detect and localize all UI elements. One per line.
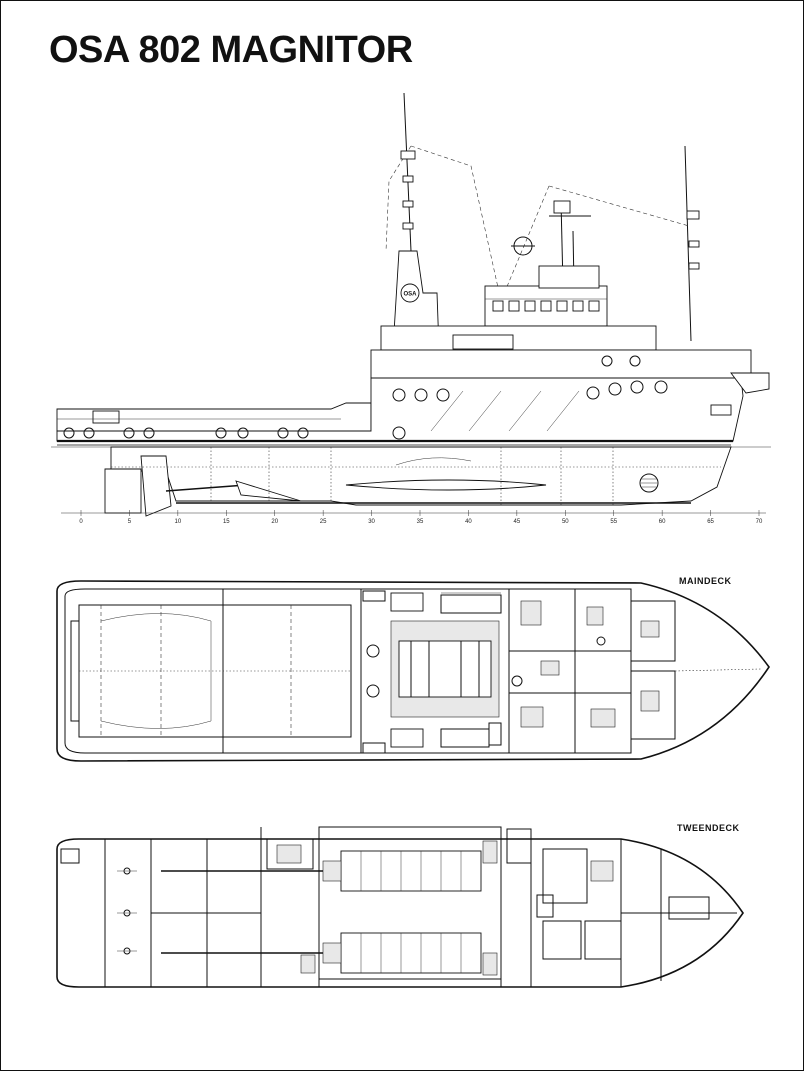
- stair: [362, 742, 386, 754]
- main-engines: [161, 840, 498, 976]
- aft-mast: [684, 145, 692, 342]
- tweendeck-forward-rooms: [506, 828, 710, 960]
- bilge-keel: [345, 479, 547, 491]
- frame-tick-label: 15: [223, 519, 230, 525]
- engine-room: [318, 826, 502, 980]
- rigging-line: [548, 185, 690, 227]
- frame-scale: 0 5 10 15 20 25 30 35 40 45 50 55 60 65 70: [79, 510, 763, 525]
- page-title: OSA 802 MAGNITOR: [49, 29, 413, 71]
- maindeck-hull-outline: [56, 580, 770, 762]
- maindeck-plan: [56, 580, 770, 762]
- frame-tick-label: 60: [659, 519, 666, 525]
- rudder: [104, 468, 142, 514]
- frame-tick-label: 55: [610, 519, 617, 525]
- rigging-line: [410, 145, 502, 302]
- frame-tick-label: 0: [79, 519, 83, 525]
- frame-tick-label: 45: [514, 519, 521, 525]
- deckhouse-upper: [380, 325, 657, 351]
- frame-tick-label: 20: [271, 519, 278, 525]
- frame-tick-label: 10: [175, 519, 182, 525]
- deckhouse-lower: [370, 349, 752, 379]
- funnel-logo: [400, 283, 420, 303]
- maindeck-label: MAINDECK: [679, 576, 732, 586]
- bow-bulwark: [730, 372, 770, 394]
- maindeck-accommodation: [440, 588, 676, 754]
- tweendeck-plan: [56, 826, 744, 988]
- kort-nozzle: [140, 455, 172, 517]
- stair: [362, 590, 386, 602]
- stair: [488, 722, 502, 746]
- lifeboat: [452, 334, 514, 350]
- frame-tick-label: 5: [128, 519, 132, 525]
- tweendeck-label: TWEENDECK: [677, 823, 740, 833]
- frame-tick-label: 65: [707, 519, 714, 525]
- funnel-logo-text: OSA: [403, 292, 417, 298]
- frame-tick-label: 30: [368, 519, 375, 525]
- main-engine-starboard: [340, 932, 482, 974]
- propeller-shaft: [165, 484, 247, 492]
- tweendeck-hull-outline: [56, 838, 744, 988]
- hull-lower: [110, 446, 732, 506]
- frame-tick-label: 70: [756, 519, 763, 525]
- frame-tick-label: 50: [562, 519, 569, 525]
- bow-thruster: [639, 473, 659, 493]
- portholes: [63, 380, 668, 440]
- frame-tick-label: 40: [465, 519, 472, 525]
- frame-tick-label: 35: [417, 519, 424, 525]
- frame-tick-label: 25: [320, 519, 327, 525]
- side-profile: OSA: [51, 92, 771, 525]
- main-engine-port: [340, 850, 482, 892]
- stern-roller: [70, 620, 80, 722]
